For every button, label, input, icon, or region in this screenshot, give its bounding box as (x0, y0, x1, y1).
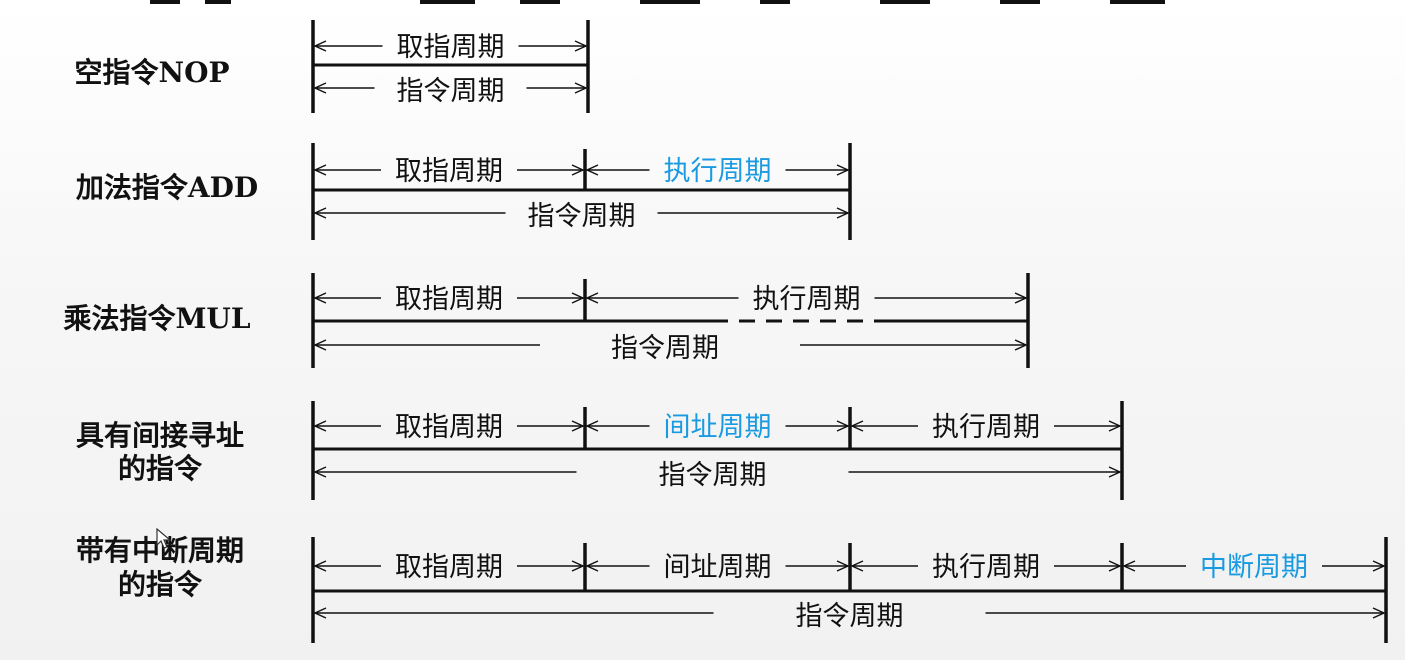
segment-label: 取指周期 (395, 284, 503, 315)
segment-label: 间址周期 (664, 412, 772, 443)
row-label: 空指令NOP (74, 56, 229, 89)
row-label: 加法指令ADD (76, 171, 258, 204)
segment-label: 取指周期 (395, 552, 503, 583)
instruction-cycle-label: 指令周期 (796, 601, 904, 632)
segment-label: 执行周期 (753, 284, 861, 315)
segment-label: 执行周期 (932, 412, 1040, 443)
segment-label: 取指周期 (395, 412, 503, 443)
segment-label: 执行周期 (664, 156, 772, 187)
mouse-cursor-icon (156, 528, 172, 549)
instruction-cycle-label: 指令周期 (528, 201, 636, 232)
segment-label: 取指周期 (397, 32, 505, 63)
segment-label: 中断周期 (1200, 552, 1308, 583)
instruction-cycle-label: 指令周期 (659, 460, 767, 491)
row-label: 的指令 (118, 452, 203, 485)
instruction-cycle-label: 指令周期 (397, 76, 505, 107)
row-5: 带有中断周期的指令取指周期间址周期执行周期中断周期指令周期 (76, 534, 1388, 643)
row-label: 的指令 (118, 568, 203, 601)
instruction-cycle-label: 指令周期 (611, 333, 719, 364)
top-cropped-text (150, 0, 1165, 4)
segment-label: 取指周期 (395, 156, 503, 187)
segment-label: 执行周期 (932, 552, 1040, 583)
row-label: 乘法指令MUL (63, 302, 250, 335)
row-label: 具有间接寻址 (76, 419, 244, 452)
segment-label: 间址周期 (664, 552, 772, 583)
